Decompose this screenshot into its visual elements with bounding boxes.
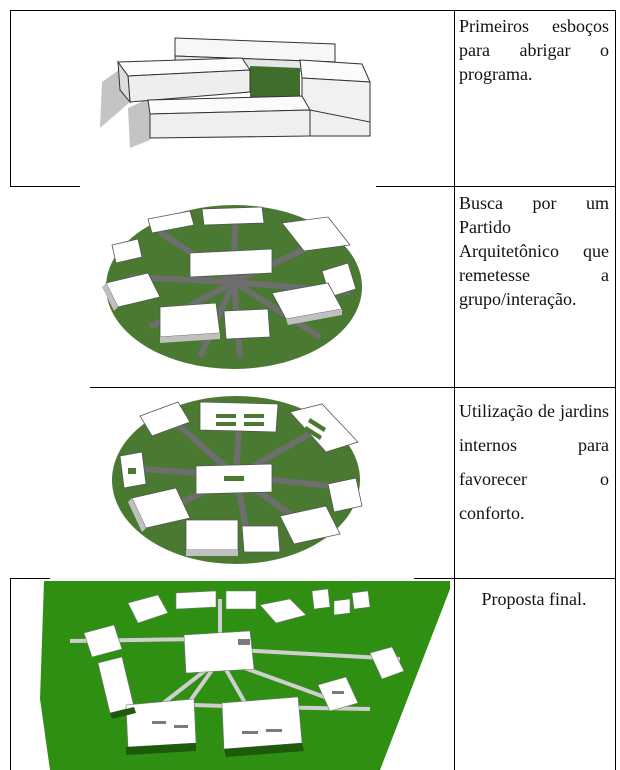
courtyard (250, 66, 300, 102)
figure-table: Primeiros esboços para abrigar o program… (10, 10, 616, 770)
image-cell (10, 187, 454, 387)
table-border (10, 186, 80, 187)
table-border (10, 578, 11, 770)
table-row: Proposta final. (10, 579, 616, 770)
table-border (10, 10, 11, 186)
caption-text: Proposta final. (481, 589, 587, 609)
caption-text: Busca por um Partido Arquitetônico que r… (459, 193, 609, 309)
table-border (414, 578, 616, 579)
table-border (10, 578, 50, 579)
sketch-circular-arrangement (102, 205, 362, 369)
final-proposal-render (40, 581, 450, 770)
caption-cell: Utilização de jardins internos para favo… (455, 388, 615, 578)
block-shadows (110, 707, 304, 757)
table-border (10, 10, 616, 11)
internal-garden (128, 414, 326, 481)
block-shadows (102, 283, 342, 343)
table-border (454, 10, 455, 770)
building-blocks (83, 588, 405, 750)
sketch-initial-volumes (100, 37, 371, 148)
sketch-internal-gardens (112, 396, 363, 564)
table-row: Primeiros esboços para abrigar o program… (10, 10, 616, 186)
caption-text: Utilização de jardins internos para favo… (459, 401, 609, 523)
image-cell (10, 388, 454, 578)
table-border (376, 186, 616, 187)
block-shadows (128, 498, 238, 556)
caption-cell: Busca por um Partido Arquitetônico que r… (455, 187, 615, 387)
volume-block (127, 69, 251, 103)
caption-cell: Proposta final. (455, 579, 615, 770)
volume-block (117, 60, 131, 104)
image-cell (10, 579, 454, 770)
caption-cell: Primeiros esboços para abrigar o program… (455, 10, 615, 186)
table-border (90, 387, 616, 388)
volume-shadow (128, 98, 150, 148)
table-row: Busca por um Partido Arquitetônico que r… (10, 187, 616, 387)
image-cell (10, 10, 454, 186)
table-row: Utilização de jardins internos para favo… (10, 388, 616, 578)
table-border (615, 10, 616, 770)
caption-text: Primeiros esboços para abrigar o program… (459, 16, 609, 84)
internal-garden (152, 639, 344, 734)
